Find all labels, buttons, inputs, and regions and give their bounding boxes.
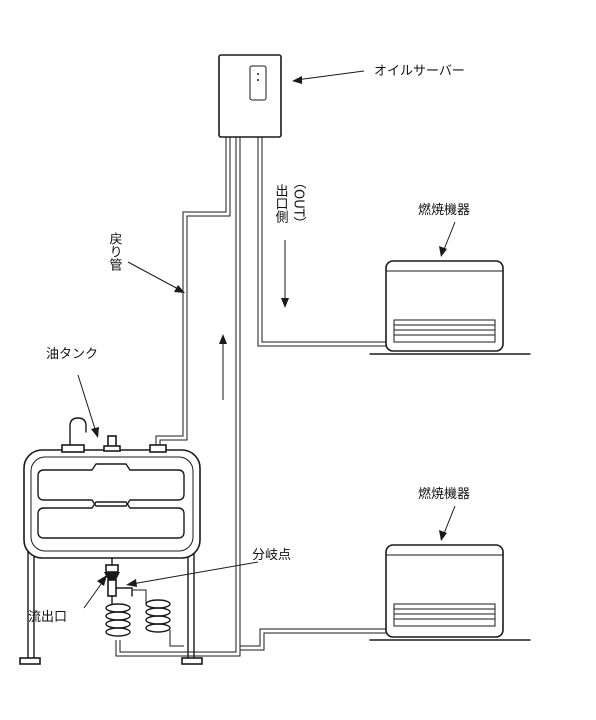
outflow-port-leader xyxy=(83,575,107,609)
oil-tank-label: 油タンク xyxy=(46,347,98,362)
pipe-lower-burner xyxy=(240,628,386,651)
flow-arrow-down xyxy=(281,240,289,308)
branch-point-leader xyxy=(126,561,259,587)
burner-upper-leader xyxy=(439,221,456,257)
branch-point-label: 分岐点 xyxy=(252,548,291,563)
oil-server-label: オイルサーバー xyxy=(374,64,465,79)
burner-lower-leader xyxy=(439,505,456,541)
outlet-pipe-upper xyxy=(257,137,386,347)
oil-server-leader xyxy=(292,70,365,84)
oil-server xyxy=(218,54,282,138)
return-pipe-label: 戻り管 xyxy=(107,232,123,272)
flow-arrow-up xyxy=(219,334,227,400)
burner-upper-label: 燃焼機器 xyxy=(418,202,470,218)
burner-lower xyxy=(369,544,531,641)
oil-server-panel xyxy=(249,65,267,101)
outflow-port-label: 流出口 xyxy=(28,610,67,625)
burner-upper xyxy=(369,260,531,355)
return-pipe xyxy=(155,137,231,448)
outlet-side-paren-label: （OUT） xyxy=(291,176,307,230)
oil-tank-leader xyxy=(77,374,99,438)
outflow-assembly xyxy=(104,557,184,647)
supply-pipe xyxy=(115,137,241,657)
outlet-side-label: 出口側 xyxy=(273,184,289,223)
return-pipe-leader xyxy=(127,261,185,293)
burner-lower-label: 燃焼機器 xyxy=(418,486,470,502)
